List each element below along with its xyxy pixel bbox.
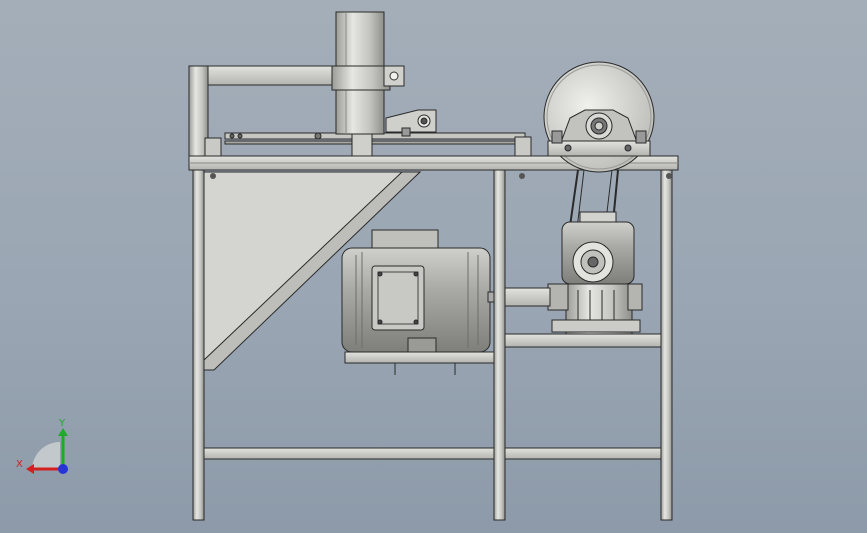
rail-lower-right	[504, 447, 662, 460]
gusset-brace[interactable]	[203, 171, 422, 371]
frame-lower-rails[interactable]	[203, 447, 662, 460]
pillow-block-bearing[interactable]	[547, 109, 651, 157]
hopper-clamp	[331, 65, 391, 91]
orientation-triad: Y X	[16, 418, 68, 474]
y-axis-arrowhead	[58, 428, 68, 436]
gearbox-shelf[interactable]	[504, 333, 662, 348]
table-bolts[interactable]	[210, 173, 672, 179]
leg-right	[660, 167, 673, 521]
electric-motor[interactable]	[341, 229, 495, 353]
upper-c-frame[interactable]	[188, 65, 338, 157]
z-axis-dot	[58, 464, 68, 474]
motor-base-plate[interactable]	[344, 351, 495, 375]
x-axis-label: X	[16, 459, 23, 470]
shaft-coupling[interactable]	[504, 287, 551, 307]
rail-lower-left	[203, 447, 495, 460]
x-axis-arrowhead	[26, 464, 34, 474]
slide-rail[interactable]	[224, 132, 532, 157]
leg-left	[192, 167, 205, 521]
worm-gearbox[interactable]	[547, 221, 643, 335]
terminal-box	[371, 265, 425, 331]
leg-middle	[493, 167, 506, 521]
hopper-tube[interactable]	[331, 11, 405, 157]
y-axis-label: Y	[58, 418, 66, 429]
tension-bracket[interactable]	[385, 109, 437, 137]
